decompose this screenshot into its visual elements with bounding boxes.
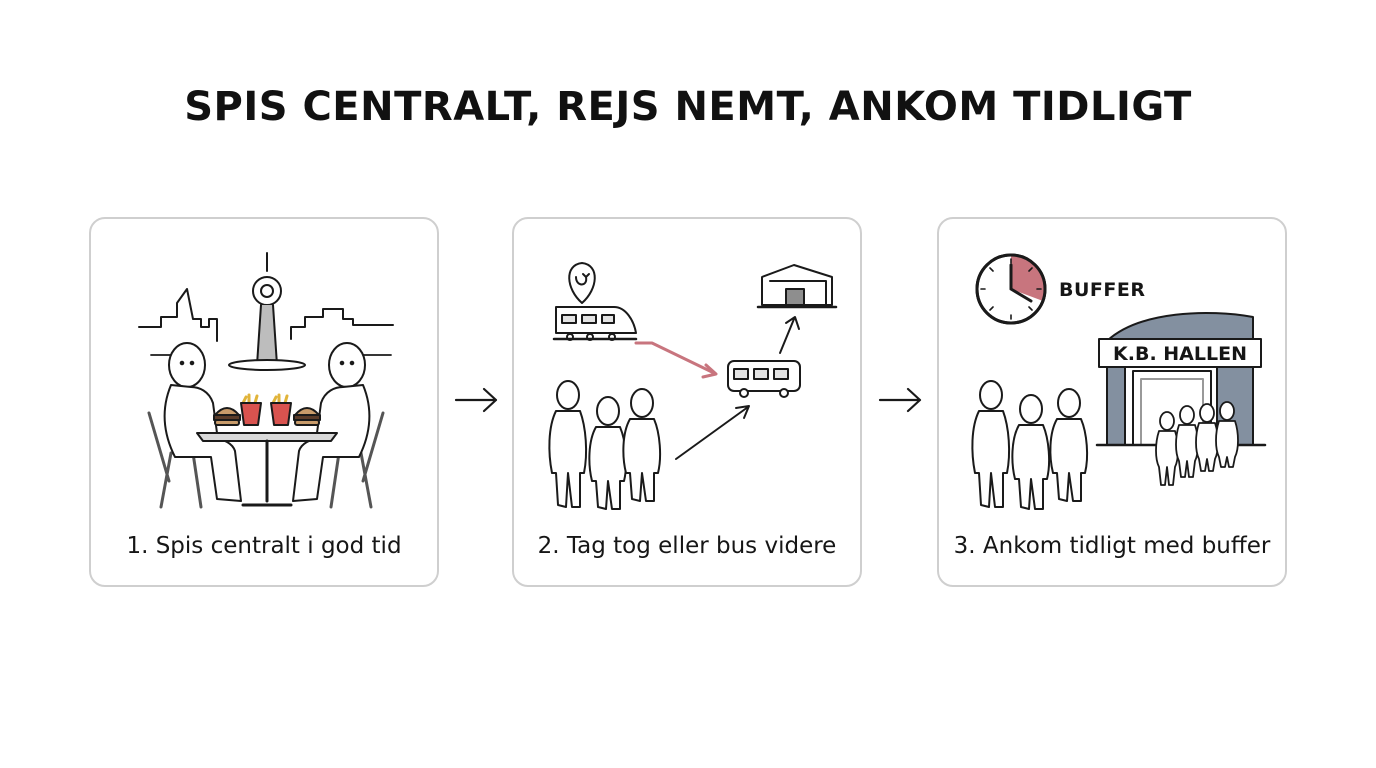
location-pin-icon — [568, 262, 596, 304]
city-skyline-icon — [138, 288, 218, 342]
person-icon — [1155, 411, 1179, 486]
step-3-illustration — [971, 253, 1267, 510]
building-icon — [756, 264, 838, 309]
page-title: SPIS CENTRALT, REJS NEMT, ANKOM TIDLIGT — [184, 84, 1192, 130]
right-arrow-icon — [878, 387, 922, 413]
person-icon — [588, 396, 628, 510]
person-icon — [1011, 394, 1051, 510]
table-icon — [196, 432, 338, 507]
fries-icon — [270, 393, 292, 426]
person-icon — [1215, 401, 1239, 468]
person-icon — [1175, 405, 1199, 478]
burger-icon — [293, 407, 321, 426]
buffer-label: BUFFER — [1059, 279, 1146, 301]
person-icon — [971, 380, 1011, 508]
city-skyline-icon — [290, 308, 394, 340]
step-caption: 2. Tag tog eller bus videre — [537, 533, 837, 559]
burger-icon — [213, 407, 241, 426]
step-caption: 3. Ankom tidligt med buffer — [953, 533, 1271, 559]
fries-icon — [240, 393, 262, 426]
person-icon — [1049, 388, 1089, 502]
person-icon — [622, 388, 662, 502]
train-icon — [552, 306, 638, 341]
clock-icon — [975, 253, 1047, 325]
step-2-illustration — [548, 262, 838, 510]
step-card-arrive: BUFFER K.B. HALLEN 3. Ankom tidligt med … — [937, 217, 1287, 587]
person-icon — [163, 342, 242, 502]
venue-sign: K.B. HALLEN — [1113, 343, 1247, 365]
right-arrow-icon — [454, 387, 498, 413]
step-card-eat: 1. Spis centralt i god tid — [89, 217, 439, 587]
step-1-illustration — [138, 252, 394, 509]
bus-icon — [727, 360, 801, 398]
person-icon — [1195, 403, 1219, 472]
step-card-travel: 2. Tag tog eller bus videre — [512, 217, 862, 587]
tv-tower-icon — [228, 252, 306, 371]
person-icon — [548, 380, 588, 508]
step-caption: 1. Spis centralt i god tid — [126, 533, 402, 559]
